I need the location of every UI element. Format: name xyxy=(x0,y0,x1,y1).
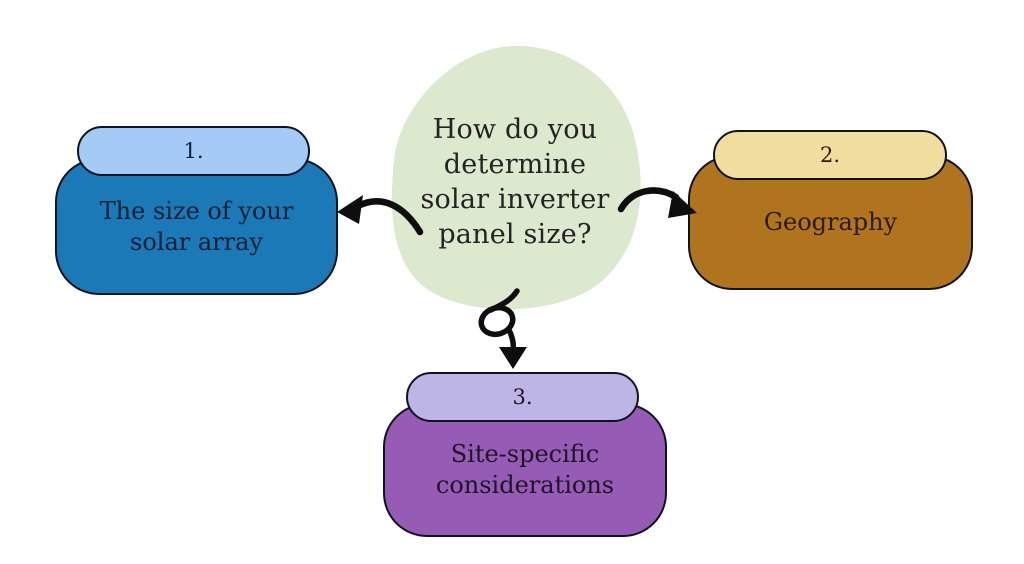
arrow-to-node-3-icon xyxy=(478,288,527,369)
node-number: 1. xyxy=(183,139,204,163)
node-body: The size of your solar array xyxy=(55,158,338,295)
node-label-line: considerations xyxy=(435,471,615,499)
question-line: How do you xyxy=(432,114,598,145)
node-label: Site-specific considerations xyxy=(436,439,614,501)
node-label-line: Site-specific xyxy=(450,440,600,468)
node-label: The size of your solar array xyxy=(100,196,294,258)
node-number-tab: 1. xyxy=(77,126,310,176)
node-site-specific: Site-specific considerations 3. xyxy=(383,372,667,537)
node-number-tab: 2. xyxy=(713,130,947,180)
node-number-tab: 3. xyxy=(406,372,639,422)
question-line: solar inverter xyxy=(420,184,610,215)
node-geography: Geography 2. xyxy=(688,130,973,290)
node-label-line: The size of your xyxy=(99,196,294,225)
question-line: panel size? xyxy=(438,219,592,250)
node-number: 2. xyxy=(819,143,841,167)
node-solar-array-size: The size of your solar array 1. xyxy=(55,126,338,295)
node-label: Geography xyxy=(764,207,897,238)
node-label-line: solar array xyxy=(130,227,263,256)
node-body: Site-specific considerations xyxy=(383,403,667,537)
node-label-line: Geography xyxy=(763,208,898,236)
node-number: 3. xyxy=(512,385,533,409)
question-line: determine xyxy=(443,149,587,180)
center-question: How do you determine solar inverter pane… xyxy=(384,112,646,252)
